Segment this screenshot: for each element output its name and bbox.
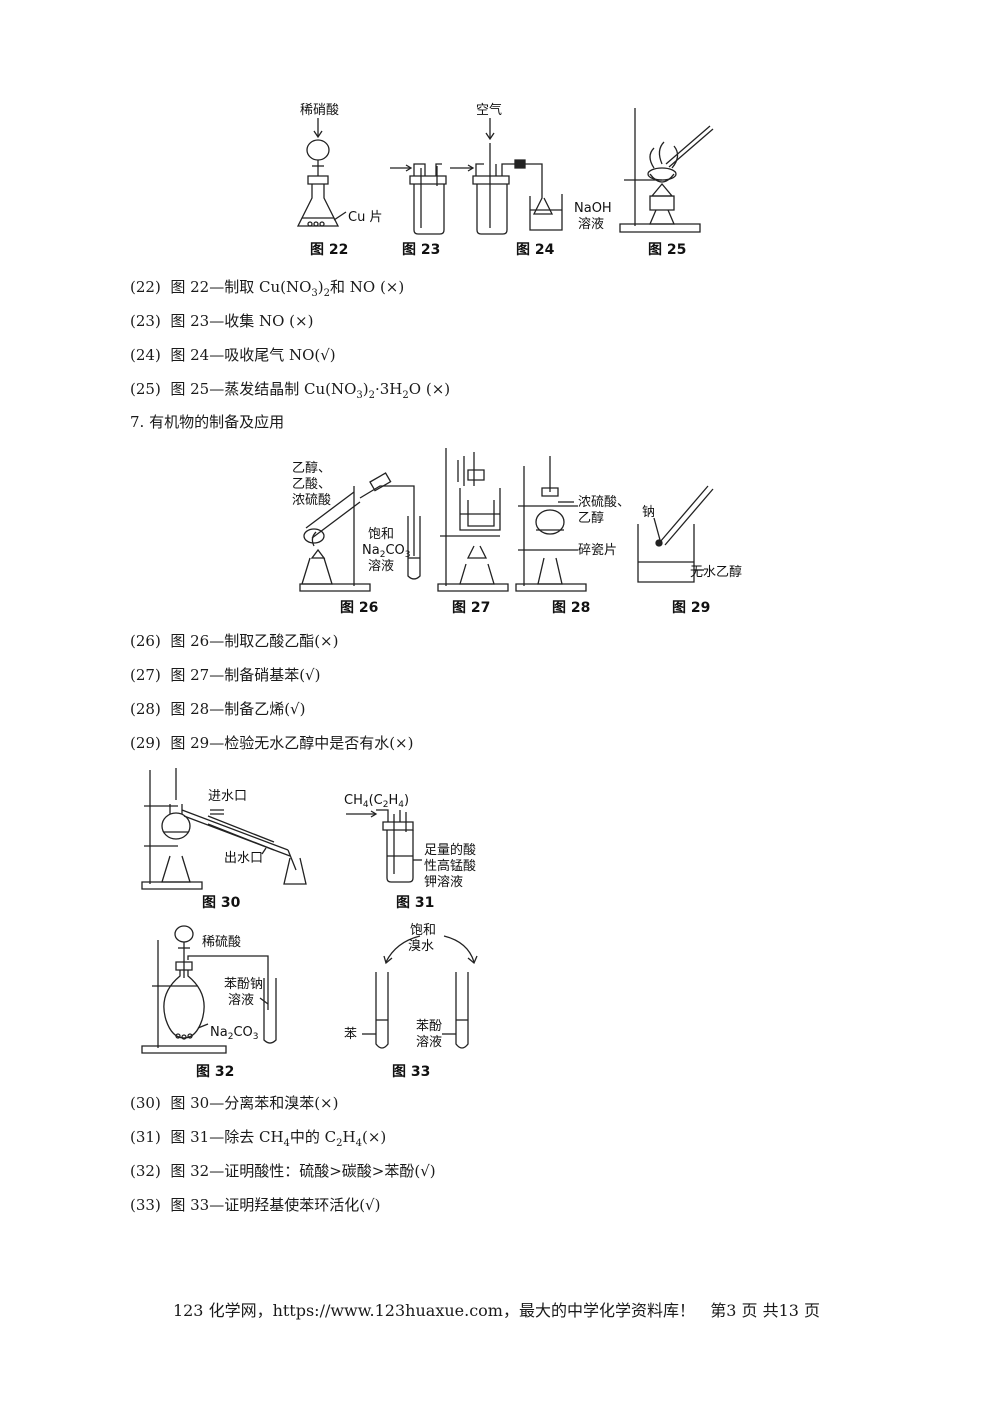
- item-25: (25) 图 25—蒸发结晶制 Cu(NO3)2·3H2O (×): [130, 380, 451, 401]
- figure-32-33-drawing: 稀硫酸 苯酚钠 溶液 Na2CO3 饱和 溴水 苯 苯酚 溶液 图 32 图 3…: [138, 923, 498, 1080]
- fig30-caption: 图 30: [202, 895, 241, 911]
- item-23: (23) 图 23—收集 NO (×): [130, 312, 314, 330]
- item-29: (29) 图 29—检验无水乙醇中是否有水(×): [130, 734, 414, 752]
- fig26-caption: 图 26: [340, 600, 378, 616]
- fig29-sodium-label: 钠: [642, 505, 655, 520]
- fig25-caption: 图 25: [648, 242, 686, 258]
- fig28-reagent-3: 碎瓷片: [578, 543, 617, 558]
- figure-row-32-33: 稀硫酸 苯酚钠 溶液 Na2CO3 饱和 溴水 苯 苯酚 溶液 图 32 图 3…: [138, 920, 498, 1082]
- figure-row-26-29: 乙醇、 乙酸、 浓硫酸 饱和 Na2CO3 溶液 浓硫酸、 乙醇 碎瓷片 钠 无…: [288, 446, 758, 618]
- item-26: (26) 图 26—制取乙酸乙酯(×): [130, 632, 339, 650]
- fig24-gas-label: 空气: [476, 102, 502, 118]
- item-32: (32) 图 32—证明酸性：硫酸>碳酸>苯酚(√): [130, 1162, 436, 1180]
- fig24-caption: 图 24: [516, 242, 555, 258]
- fig31-solution-1: 足量的酸: [424, 842, 476, 858]
- fig26-reagent-3: 浓硫酸: [292, 493, 331, 508]
- footer-page-number: 第3 页 共13 页: [710, 1301, 821, 1320]
- fig33-phenol-label-1: 苯酚: [416, 1019, 442, 1034]
- item-28: (28) 图 28—制备乙烯(√): [130, 700, 306, 718]
- figure-26-29-drawing: 乙醇、 乙酸、 浓硫酸 饱和 Na2CO3 溶液 浓硫酸、 乙醇 碎瓷片 钠 无…: [292, 446, 742, 616]
- fig32-acid-label: 稀硫酸: [202, 935, 241, 950]
- figure-row-30-31: 进水口 出水口 CH4(C2H4) 足量的酸 性高锰酸 钾溶液 图 30 图 3…: [138, 766, 498, 916]
- footer-site-text: 123 化学网，https://www.123huaxue.com，最大的中学化…: [172, 1301, 695, 1320]
- fig29-caption: 图 29: [672, 600, 710, 616]
- fig24-solution-label-2: 溶液: [578, 217, 604, 232]
- fig29-ethanol-label: 无水乙醇: [690, 564, 742, 580]
- fig26-reagent-2: 乙酸、: [292, 477, 331, 492]
- fig32-solution-1: 苯酚钠: [224, 977, 263, 992]
- fig31-solution-3: 钾溶液: [424, 875, 463, 890]
- page-footer: 123 化学网，https://www.123huaxue.com，最大的中学化…: [0, 1297, 993, 1321]
- fig26-solution-3: 溶液: [368, 559, 394, 574]
- fig31-caption: 图 31: [396, 895, 434, 911]
- item-31: (31) 图 31—除去 CH4中的 C2H4(×): [130, 1128, 387, 1149]
- fig32-carbonate-label: Na2CO3: [210, 1025, 258, 1042]
- fig31-solution-2: 性高锰酸: [424, 858, 476, 874]
- item-30: (30) 图 30—分离苯和溴苯(×): [130, 1094, 339, 1112]
- fig22-caption: 图 22: [310, 242, 348, 258]
- fig33-reagent-2: 溴水: [408, 939, 434, 954]
- fig28-caption: 图 28: [552, 600, 590, 616]
- item-22: (22) 图 22—制取 Cu(NO3)2和 NO (×): [130, 278, 405, 299]
- fig33-reagent-1: 饱和: [410, 923, 436, 938]
- fig28-reagent-2: 乙醇: [578, 510, 604, 526]
- fig32-solution-2: 溶液: [228, 993, 254, 1008]
- fig22-solid-label: Cu 片: [348, 210, 382, 225]
- fig23-caption: 图 23: [402, 242, 440, 258]
- fig32-caption: 图 32: [196, 1064, 234, 1080]
- figure-22-25-drawing: 稀硝酸 Cu 片 空气 NaOH 溶液 图 22 图 23 图 24 图 25: [290, 102, 730, 258]
- fig28-reagent-1: 浓硫酸、: [578, 495, 630, 510]
- fig26-solution-1: 饱和: [368, 527, 394, 542]
- fig24-solution-label-1: NaOH: [574, 201, 612, 216]
- item-33: (33) 图 33—证明羟基使苯环活化(√): [130, 1196, 381, 1214]
- fig22-reagent-label: 稀硝酸: [300, 103, 339, 118]
- figure-30-31-drawing: 进水口 出水口 CH4(C2H4) 足量的酸 性高锰酸 钾溶液 图 30 图 3…: [138, 766, 476, 911]
- fig33-phenol-label-2: 溶液: [416, 1035, 442, 1050]
- fig27-caption: 图 27: [452, 600, 490, 616]
- fig33-benzene-label: 苯: [344, 1027, 357, 1042]
- figure-row-22-25: 稀硝酸 Cu 片 空气 NaOH 溶液 图 22 图 23 图 24 图 25: [290, 98, 730, 263]
- item-24: (24) 图 24—吸收尾气 NO(√): [130, 346, 336, 364]
- fig31-gas-label: CH4(C2H4): [344, 793, 409, 810]
- fig26-solution-2: Na2CO3: [362, 543, 410, 560]
- section-7-heading: 7. 有机物的制备及应用: [130, 413, 285, 431]
- fig30-water-in-label: 进水口: [208, 789, 247, 804]
- fig33-caption: 图 33: [392, 1064, 430, 1080]
- item-27: (27) 图 27—制备硝基苯(√): [130, 666, 321, 684]
- fig26-reagent-1: 乙醇、: [292, 460, 331, 476]
- fig30-water-out-label: 出水口: [224, 851, 263, 866]
